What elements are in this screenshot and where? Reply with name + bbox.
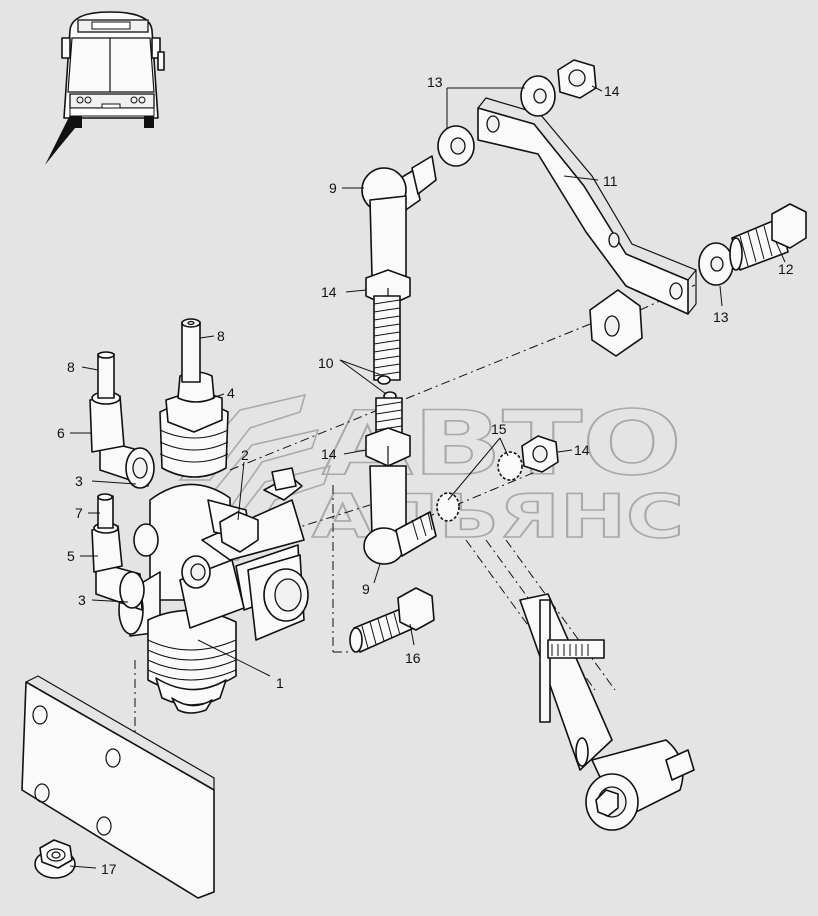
callout-13-right: 13 bbox=[713, 309, 729, 325]
ball-joint-9-lower bbox=[363, 465, 437, 565]
callout-14-rod-upper: 14 bbox=[321, 284, 337, 300]
callout-9-upper: 9 bbox=[329, 180, 337, 196]
ball-joint-9-upper bbox=[361, 155, 437, 277]
washer-13-right bbox=[698, 242, 734, 286]
callout-4: 4 bbox=[227, 385, 235, 401]
callout-9-lower: 9 bbox=[362, 581, 370, 597]
nut-14-lower bbox=[365, 427, 411, 467]
push-fitting-6 bbox=[89, 351, 125, 453]
nut-14-top bbox=[557, 59, 597, 99]
mounting-plate bbox=[21, 675, 215, 899]
flange-nut-17 bbox=[34, 839, 76, 879]
callout-5: 5 bbox=[67, 548, 75, 564]
nut-14-right bbox=[521, 435, 559, 473]
callout-7: 7 bbox=[75, 505, 83, 521]
bolt-16 bbox=[349, 587, 435, 653]
callout-1: 1 bbox=[276, 675, 284, 691]
hex-nut-body bbox=[589, 289, 643, 357]
callout-13-top: 13 bbox=[427, 74, 443, 90]
callout-10: 10 bbox=[318, 355, 334, 371]
washer-13-top bbox=[520, 75, 556, 117]
elbow-fitting-3-lower bbox=[95, 561, 145, 611]
callout-6: 6 bbox=[57, 425, 65, 441]
callout-2: 2 bbox=[241, 447, 249, 463]
leader-lines bbox=[69, 85, 786, 869]
callout-11: 11 bbox=[603, 173, 618, 189]
washer-13-left bbox=[437, 125, 475, 167]
location-arrow-icon bbox=[45, 115, 80, 165]
elbow-fitting-3-upper bbox=[99, 439, 155, 489]
bolt-12 bbox=[729, 203, 807, 271]
axle-arm bbox=[519, 593, 695, 831]
threaded-rod-10-upper bbox=[373, 295, 401, 385]
callout-16: 16 bbox=[405, 650, 421, 666]
callout-8-left: 8 bbox=[67, 359, 75, 375]
callout-14-right: 14 bbox=[574, 442, 590, 458]
callout-12: 12 bbox=[778, 261, 794, 277]
union-fitting-4 bbox=[159, 318, 229, 478]
callout-14-rod-lower: 14 bbox=[321, 446, 337, 462]
levelling-valve-1 bbox=[118, 467, 309, 714]
push-fitting-5 bbox=[91, 493, 123, 573]
callout-8-right: 8 bbox=[217, 328, 225, 344]
callout-17: 17 bbox=[101, 861, 117, 877]
lock-washer-15 bbox=[436, 451, 523, 522]
callout-3-lower: 3 bbox=[78, 592, 86, 608]
bus-front-view-icon bbox=[45, 11, 165, 165]
callout-14-top: 14 bbox=[604, 83, 620, 99]
callout-labels: 1 2 3 3 4 5 6 7 8 8 9 9 10 11 12 13 13 1… bbox=[57, 74, 794, 877]
lever-bracket-11 bbox=[477, 97, 697, 315]
callout-15: 15 bbox=[491, 421, 507, 437]
callout-3-upper: 3 bbox=[75, 473, 83, 489]
